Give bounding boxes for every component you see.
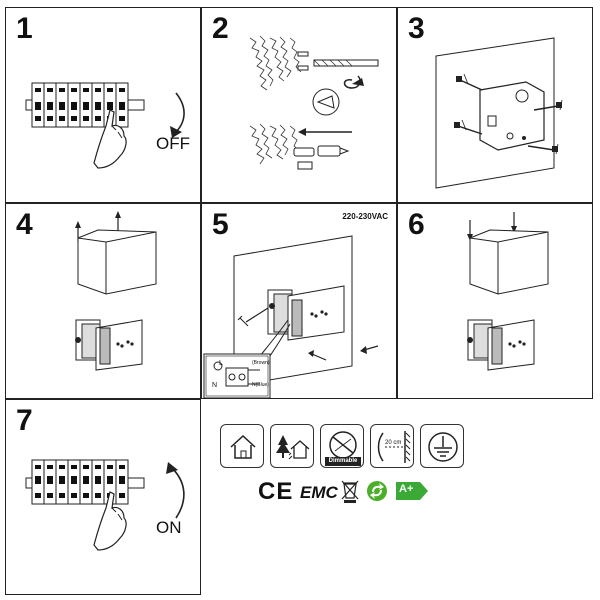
- recycle-icon: [367, 481, 387, 501]
- step-5-number: 5: [212, 208, 229, 241]
- distance-caption: 20 cm: [385, 440, 402, 446]
- step-5-panel: 5 220-230VAC L (Brown): [201, 203, 397, 399]
- cover-removal-illustration: [75, 211, 157, 371]
- distance-20cm-icon: 20 cm: [370, 424, 414, 468]
- breaker-on-illustration: [25, 459, 185, 551]
- cover-install-illustration: [467, 212, 549, 371]
- outdoor-tree-house-icon: [270, 424, 314, 468]
- terminal-live-label: L: [219, 360, 223, 367]
- step-7-panel: 7 ON: [5, 399, 201, 595]
- dimmable-caption: Dimmable: [328, 458, 358, 464]
- step-3-panel: 3: [397, 7, 593, 203]
- emc-mark: EMC: [300, 483, 338, 502]
- feature-icons-row: Dimmable 20 cm: [220, 424, 464, 474]
- step-2-panel: 2: [201, 7, 397, 203]
- step-1-panel: 1 OFF: [5, 7, 201, 203]
- breaker-off-illustration: [25, 82, 185, 169]
- off-label: OFF: [156, 134, 190, 153]
- step-2-number: 2: [212, 12, 229, 45]
- on-label: ON: [156, 518, 182, 537]
- ground-earth-icon: [420, 424, 464, 468]
- mount-plate-illustration: [435, 37, 563, 189]
- wiring-illustration: [203, 235, 379, 399]
- terminal-live-wire-label: (Brown): [252, 360, 270, 366]
- step-4-panel: 4: [5, 203, 201, 399]
- step-4-number: 4: [16, 208, 33, 241]
- drill-wall-illustration: [249, 35, 379, 170]
- dimmable-icon: Dimmable: [320, 424, 364, 468]
- step-7-number: 7: [16, 404, 33, 437]
- weee-bin-icon: [341, 480, 359, 503]
- ce-mark: CE: [258, 478, 294, 505]
- terminal-neutral-label: N: [212, 382, 218, 389]
- energy-class-icon: [396, 482, 428, 500]
- step-6-panel: 6: [397, 203, 593, 399]
- energy-class-label: A+: [399, 483, 414, 495]
- step-1-number: 1: [16, 12, 33, 45]
- terminal-neutral-wire-label: N(Blue): [252, 382, 269, 388]
- voltage-label: 220-230VAC: [342, 212, 388, 221]
- step-6-number: 6: [408, 208, 425, 241]
- step-3-number: 3: [408, 12, 425, 45]
- indoor-house-icon: [220, 424, 264, 468]
